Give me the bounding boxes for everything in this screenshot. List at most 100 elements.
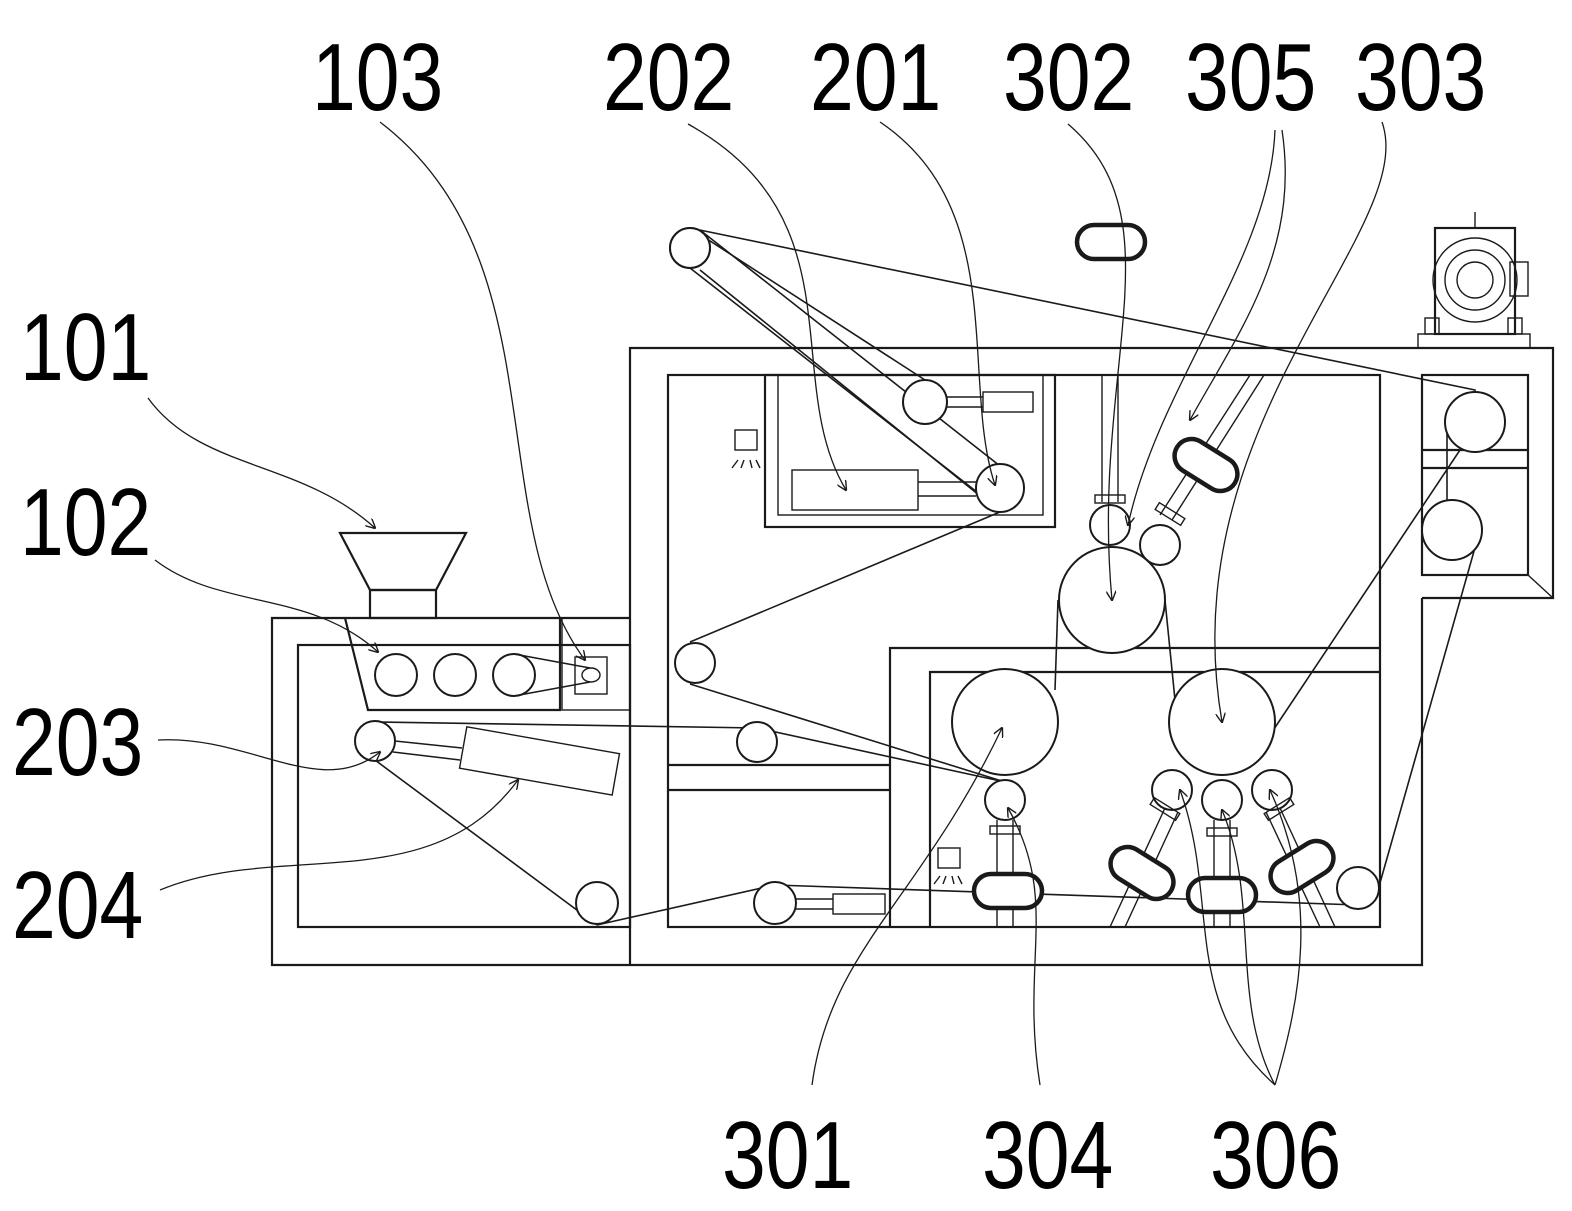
cap-302a — [1094, 494, 1126, 504]
motor-ring-inner — [1444, 249, 1506, 311]
pad-302b — [1172, 436, 1240, 494]
feed-belt — [513, 653, 591, 697]
motor-foot-right — [1507, 317, 1523, 335]
roller-306c — [1251, 769, 1293, 811]
cap-304 — [989, 825, 1021, 835]
small-roller-302a — [1089, 504, 1131, 546]
feed-roller-2 — [433, 653, 477, 697]
pads — [933, 222, 1336, 928]
label-101: 101 — [20, 294, 151, 401]
spray-lower — [933, 875, 963, 885]
upper-box-inner — [777, 374, 1044, 516]
roller-306b — [1201, 779, 1243, 821]
label-203: 203 — [12, 689, 143, 796]
sensor-103 — [574, 656, 608, 695]
spray-upper — [731, 459, 761, 469]
rod-204-b — [392, 751, 461, 761]
motor-side-box — [1509, 261, 1529, 297]
motor-shaft — [1456, 261, 1494, 299]
label-103: 103 — [312, 24, 443, 131]
leader-306a — [1180, 790, 1276, 1086]
leader-302 — [1067, 123, 1127, 600]
right-box-inner — [1420, 373, 1530, 577]
label-102: 102 — [20, 469, 151, 576]
labels: 103 202 201 302 305 303 101 102 203 204 … — [12, 24, 1486, 1209]
roller-304 — [984, 779, 1026, 821]
label-202: 202 — [603, 24, 734, 131]
leader-203 — [157, 739, 380, 771]
right-box-diagonal — [1527, 574, 1554, 599]
belt-203-down — [374, 759, 598, 926]
cylinder-top — [982, 391, 1034, 413]
leader-305a — [1128, 129, 1276, 525]
leader-306c — [1270, 790, 1302, 1086]
leader-202 — [687, 123, 846, 490]
leader-102 — [154, 559, 378, 652]
leader-306b — [1222, 810, 1276, 1086]
belt-top — [689, 227, 1001, 511]
label-201: 201 — [810, 24, 941, 131]
belt-zigzag-b — [689, 683, 1006, 783]
spray-box-lower — [937, 847, 961, 869]
roller-bottom-mid — [753, 881, 797, 925]
spray-box-upper — [734, 429, 758, 451]
label-204: 204 — [12, 852, 143, 959]
cap-306b — [1206, 827, 1238, 837]
cap-302b — [1154, 501, 1186, 527]
roller-201 — [975, 463, 1025, 513]
motor-foot-left — [1424, 317, 1440, 335]
label-304: 304 — [982, 1102, 1113, 1209]
motor-ring-outer — [1432, 237, 1518, 323]
shaft-302b-b — [1171, 374, 1265, 521]
belt-201 — [699, 229, 1001, 513]
motor — [1417, 212, 1531, 349]
roller-top — [902, 379, 948, 425]
main-housing-outer — [628, 346, 1555, 965]
leader-303 — [1214, 121, 1387, 722]
label-305: 305 — [1185, 24, 1316, 131]
leader-201 — [879, 121, 995, 485]
lower-compartment-outer — [888, 646, 1380, 927]
sensor-box-103-housing — [561, 617, 631, 711]
label-301: 301 — [722, 1102, 853, 1209]
leader-lines — [147, 121, 1387, 1086]
pad-306b — [1185, 875, 1259, 915]
leader-301 — [811, 728, 1002, 1086]
pad-306a — [1108, 844, 1176, 902]
roller-right-upper — [1444, 391, 1506, 453]
feed-roller-1 — [374, 653, 418, 697]
pad-304 — [971, 871, 1045, 911]
cylinder-202 — [791, 469, 919, 511]
belt-right-up — [1377, 529, 1481, 891]
label-302: 302 — [1003, 24, 1134, 131]
middle-rollers — [354, 227, 886, 925]
label-306: 306 — [1210, 1102, 1341, 1209]
leader-103 — [379, 121, 585, 660]
belt-zigzag-a — [689, 511, 1001, 643]
roller-mid-shelf — [736, 721, 778, 763]
hopper-funnel — [338, 531, 468, 592]
cylinder-204 — [458, 725, 621, 796]
leader-101 — [147, 397, 375, 528]
hopper — [338, 531, 468, 620]
cylinder-bottom — [832, 893, 886, 915]
roller-bottom-right — [1336, 866, 1380, 910]
hopper-neck — [368, 588, 438, 620]
feed-rollers — [374, 653, 608, 697]
roller-trough — [343, 617, 562, 712]
belts — [374, 227, 1481, 926]
label-303: 303 — [1355, 24, 1486, 131]
cap-306a — [1149, 796, 1181, 822]
pad-302a — [1074, 222, 1148, 262]
feed-roller-3 — [492, 653, 536, 697]
leader-204 — [159, 780, 518, 891]
roller-bottom-left — [575, 881, 619, 925]
belt-302 — [1054, 599, 1176, 701]
roller-306a — [1151, 769, 1193, 811]
motor-base — [1417, 333, 1531, 349]
roller-left-middle — [674, 642, 716, 684]
belt-303 — [1269, 419, 1481, 736]
roller-301 — [951, 668, 1059, 776]
sensor-103-eye — [581, 667, 601, 683]
